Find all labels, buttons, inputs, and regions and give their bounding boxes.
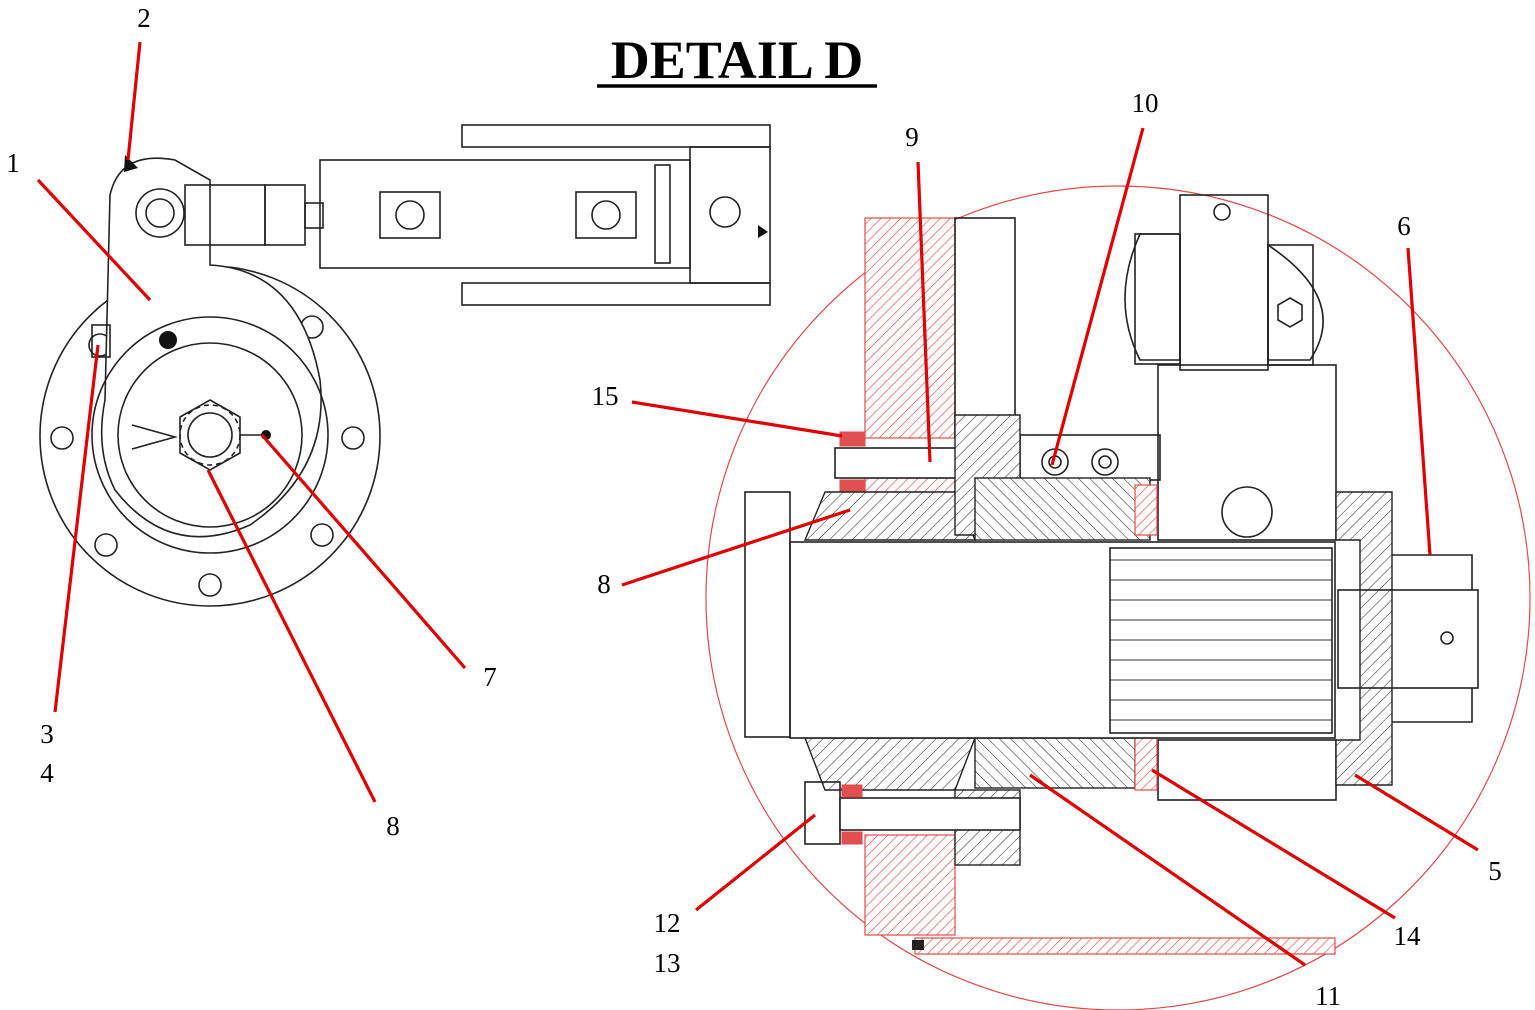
bolt-12-washer-lower [841, 831, 863, 845]
leader-lines [36, 41, 1479, 967]
callout-11: 11 [1315, 981, 1341, 1010]
hub-ring-inner [117, 342, 303, 528]
leader-11 [1029, 773, 1306, 967]
leader-10 [1050, 127, 1145, 466]
frame-plate-lower [864, 834, 956, 936]
washer-14-lower [1134, 737, 1158, 791]
clevis-pin-inner [145, 198, 175, 228]
callout-3: 3 [40, 719, 54, 749]
bracket-bottom [461, 282, 771, 306]
callout-numbers: 1 2 3 4 7 8 15 9 10 6 8 12 13 11 14 5 [6, 3, 1502, 1010]
title-group: DETAIL D [597, 30, 877, 90]
chamber-left-curve [1124, 233, 1181, 361]
detail-circle [705, 185, 1531, 1010]
bolt-12-head [804, 781, 841, 845]
flange-bolt-holes [50, 280, 365, 597]
leader-7 [260, 433, 467, 670]
end-cap-5 [1335, 491, 1393, 786]
lever-body [1157, 364, 1337, 541]
bolt-12-shank [839, 797, 1021, 831]
callout-9: 9 [905, 122, 919, 152]
leader-14 [1151, 768, 1396, 920]
clamp-band [654, 164, 671, 264]
leader-3-4 [53, 344, 100, 713]
callout-6: 6 [1397, 211, 1411, 241]
callout-8-right: 8 [597, 569, 611, 599]
upper-housing [954, 217, 1016, 439]
callout-5: 5 [1488, 856, 1502, 886]
retainer-lower-edge [1392, 688, 1473, 723]
yoke-pin [709, 196, 741, 228]
hex-bolt-b [575, 191, 637, 239]
threaded-rod [304, 202, 324, 229]
callout-12: 12 [654, 908, 681, 938]
yoke-pin-tip [758, 225, 768, 238]
page-title: DETAIL D [611, 30, 864, 90]
bolt-12-washer-upper [841, 784, 863, 798]
seal-15-lower [839, 479, 866, 493]
castle-nut [179, 399, 241, 471]
retainer-pin-hole [1440, 631, 1454, 645]
o-ring-mark [912, 940, 924, 950]
chamber-left-block [1134, 233, 1181, 365]
leader-5 [1354, 773, 1479, 852]
lever-hole [1213, 203, 1231, 221]
clevis-pin-outer [135, 188, 185, 238]
leader-8-right [621, 508, 851, 587]
seal-15 [839, 431, 866, 447]
frame-plate-mid [864, 477, 956, 493]
callout-14: 14 [1394, 921, 1422, 951]
bushing-11 [974, 737, 1136, 789]
lever-bore [1221, 486, 1273, 538]
leader-1 [36, 178, 152, 302]
chamber-hex [1277, 297, 1303, 328]
cotter-pin-left [131, 424, 178, 450]
right-section-drawing [705, 185, 1531, 1010]
hex-bolt-b-head [591, 200, 621, 230]
callout-4: 4 [40, 758, 54, 788]
bracket-end [689, 146, 771, 284]
callout-2: 2 [137, 3, 151, 33]
shaft-left-end [744, 491, 791, 738]
leader-2 [126, 41, 142, 161]
washer-14-upper [1134, 484, 1158, 536]
locking-screw [91, 324, 111, 358]
retainer-pin [1337, 589, 1479, 689]
spindle-end [187, 412, 233, 458]
callout-7: 7 [483, 662, 497, 692]
callout-10: 10 [1132, 88, 1159, 118]
left-view-drawing [39, 124, 771, 607]
jam-nut [264, 184, 306, 246]
frame-plate-upper [864, 217, 956, 439]
lever-upper [1179, 194, 1269, 371]
spline-teeth [1110, 559, 1332, 721]
leader-12-13 [695, 813, 816, 912]
hub-ring-outer [91, 316, 329, 554]
leader-8-left [206, 469, 377, 803]
bracket-top [461, 124, 771, 148]
leader-15 [631, 400, 843, 438]
hex-bolt-a-head [395, 200, 425, 230]
callout-15: 15 [592, 381, 619, 411]
grease-nipple-dot [159, 331, 177, 349]
leader-6 [1406, 247, 1432, 556]
chamber-right-curve [1267, 243, 1324, 361]
seal-ring-upper [974, 477, 1151, 541]
fitting-block [1019, 434, 1161, 481]
callout-13: 13 [654, 948, 681, 978]
hex-bolt-a [379, 191, 441, 239]
callout-1: 1 [6, 148, 20, 178]
callout-8-left: 8 [386, 811, 400, 841]
leader-9 [916, 161, 932, 463]
retainer-upper-edge [1392, 554, 1473, 590]
chamber-housing [319, 159, 691, 269]
